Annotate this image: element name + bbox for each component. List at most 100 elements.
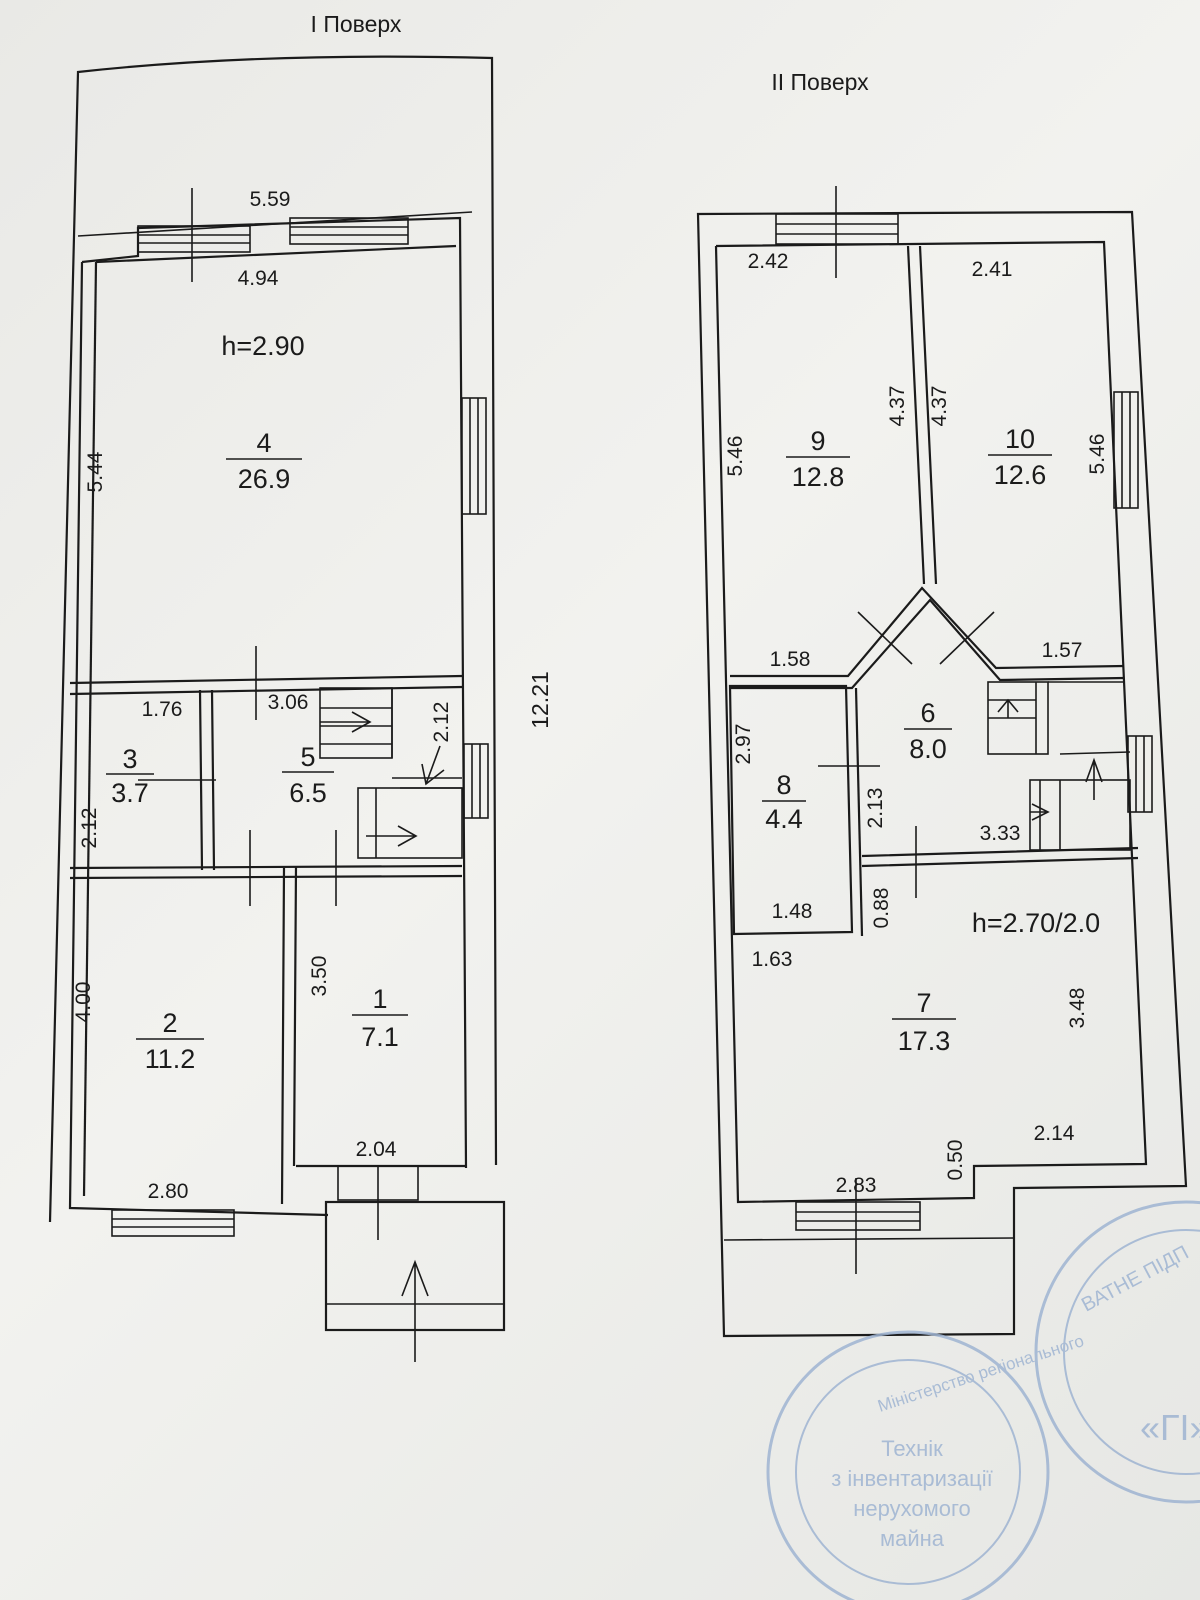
terrace-outline <box>48 55 498 1223</box>
svg-text:Міністерство регіонального: Міністерство регіонального <box>875 1331 1086 1416</box>
room-area-1: 7.1 <box>361 1022 399 1052</box>
room-area-7: 17.3 <box>898 1026 951 1056</box>
entrance-porch <box>324 1165 506 1362</box>
stairs-floor-1 <box>319 687 463 859</box>
dim-label: 4.94 <box>238 267 279 290</box>
dim-label: 0.50 <box>944 1140 967 1181</box>
dim-label: 5.44 <box>84 451 107 492</box>
dim-label: 2.12 <box>430 702 453 743</box>
room-area-2: 11.2 <box>145 1044 196 1074</box>
dim-label: 5.46 <box>1086 434 1109 475</box>
room-label-1: 1 7.1 <box>352 984 408 1052</box>
room-number-9: 9 <box>810 426 825 456</box>
dim-label: 1.57 <box>1042 639 1083 662</box>
room-number-8: 8 <box>776 770 791 800</box>
room-label-9: 9 12.8 <box>786 426 850 492</box>
door-room-10 <box>939 611 995 665</box>
room-label-3: 3 3.7 <box>106 744 154 808</box>
height-note-floor-2: h=2.70/2.0 <box>972 908 1100 938</box>
partition-upper-v <box>730 586 1125 678</box>
room-number-1: 1 <box>372 984 387 1014</box>
exterior-wall-inner-left <box>82 261 98 1197</box>
room-area-9: 12.8 <box>792 462 845 492</box>
room-area-5: 6.5 <box>289 778 327 808</box>
floor-2-title: II Поверх <box>771 69 869 95</box>
room-label-2: 2 11.2 <box>136 1008 204 1074</box>
room-label-8: 8 4.4 <box>762 770 806 834</box>
dim-label: 0.88 <box>870 888 893 929</box>
door-room-9 <box>857 611 913 665</box>
stairs-floor-2 <box>987 681 1131 851</box>
exterior-wall-left <box>68 261 329 1217</box>
partition-4 <box>69 674 463 685</box>
dim-label: 3.50 <box>308 956 331 997</box>
window-top <box>137 188 409 282</box>
room-number-5: 5 <box>300 742 315 772</box>
partition-lower <box>69 864 463 880</box>
dim-label: 2.97 <box>732 724 755 765</box>
dim-label: 2.80 <box>148 1180 189 1203</box>
height-note-floor-1: h=2.90 <box>221 331 304 361</box>
floor-1-title: I Поверх <box>311 11 402 37</box>
window-right <box>461 397 489 819</box>
dim-label: 2.14 <box>1034 1122 1075 1145</box>
room-number-10: 10 <box>1005 424 1035 454</box>
dim-label: 4.37 <box>928 386 951 427</box>
dim-label: 2.04 <box>356 1138 397 1161</box>
room-number-7: 7 <box>916 988 931 1018</box>
room-label-4: 4 26.9 <box>226 428 302 494</box>
dim-label: 1.76 <box>142 698 183 721</box>
room-label-7: 7 17.3 <box>892 988 956 1056</box>
exterior-wall-inner-top <box>95 244 457 264</box>
balcony-line <box>723 1237 1015 1241</box>
svg-text:ВАТНЕ ПІДП: ВАТНЕ ПІДП <box>1078 1242 1192 1317</box>
window-bottom <box>111 1209 235 1237</box>
room-area-6: 8.0 <box>909 734 947 764</box>
dimension-labels-floor-1: 5.59 4.94 5.44 1.76 3.06 2.12 2.12 4.00 … <box>72 188 453 1203</box>
exterior-wall-floor-2 <box>696 210 1188 1338</box>
room-label-6: 6 8.0 <box>904 698 952 764</box>
room-8-walls <box>728 684 854 936</box>
overall-dimension: 12.21 <box>527 671 553 729</box>
room-label-10: 10 12.6 <box>988 424 1052 490</box>
dim-label: 2.41 <box>972 258 1013 281</box>
floor-2-plan: II Поверх <box>696 69 1188 1338</box>
room-label-5: 5 6.5 <box>282 742 334 808</box>
svg-text:майна: майна <box>880 1526 945 1551</box>
dim-label: 2.83 <box>836 1174 877 1197</box>
room-area-3: 3.7 <box>111 778 149 808</box>
svg-text:«ГІ»: «ГІ» <box>1140 1407 1200 1448</box>
dim-label: 4.37 <box>886 386 909 427</box>
dim-label: 2.42 <box>748 250 789 273</box>
room-area-8: 4.4 <box>765 804 803 834</box>
room-number-6: 6 <box>920 698 935 728</box>
dim-label: 4.00 <box>72 982 95 1023</box>
svg-text:нерухомого: нерухомого <box>853 1496 971 1521</box>
entrance-arrow <box>401 1259 429 1362</box>
interior-wall-floor-2 <box>714 240 1148 1204</box>
window-floor-2-bottom <box>795 1178 921 1274</box>
dim-label: 5.46 <box>724 436 747 477</box>
window-floor-2-right <box>1113 391 1153 813</box>
dim-label: 5.59 <box>250 188 291 211</box>
room-number-2: 2 <box>162 1008 177 1038</box>
dim-label: 3.48 <box>1066 988 1089 1029</box>
dim-label: 2.12 <box>78 808 101 849</box>
floor-1-plan: I Поверх <box>48 11 553 1362</box>
dim-label: 1.63 <box>752 948 793 971</box>
window-floor-2-top <box>775 186 899 278</box>
room-area-4: 26.9 <box>238 464 291 494</box>
dimension-labels-floor-2: 2.42 2.41 5.46 4.37 4.37 5.46 1.58 1.57 … <box>724 250 1109 1197</box>
dim-label: 1.48 <box>772 900 813 923</box>
room-area-10: 12.6 <box>994 460 1047 490</box>
dim-label: 3.33 <box>980 822 1021 845</box>
room-number-3: 3 <box>122 744 137 774</box>
official-stamp: Міністерство регіонального Технік з інве… <box>766 1200 1200 1600</box>
dim-label: 1.58 <box>770 648 811 671</box>
room-number-4: 4 <box>256 428 271 458</box>
svg-text:з інвентаризації: з інвентаризації <box>831 1466 993 1491</box>
partition-9-10 <box>906 245 938 585</box>
dim-label: 2.13 <box>864 788 887 829</box>
partition-1-2 <box>280 865 298 1205</box>
